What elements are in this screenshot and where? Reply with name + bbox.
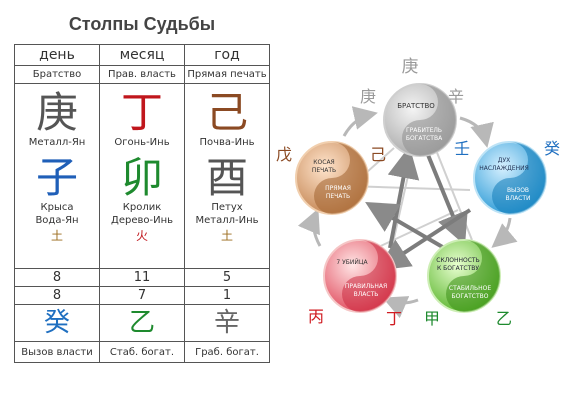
- num2-year: 1: [184, 286, 270, 305]
- pillar-month: 丁 Огонь-Инь 卯 Кролик Дерево-Инь 火: [99, 83, 185, 269]
- num2-day: 8: [14, 286, 100, 305]
- bottom-stem-year: 辛: [184, 304, 270, 342]
- star-top-year: Прямая печать: [184, 65, 270, 84]
- branch-element-month: Дерево-Инь: [111, 215, 173, 226]
- star-bottom-year: Граб. богат.: [184, 341, 270, 363]
- number-row-1: 8 11 5: [14, 268, 270, 287]
- metal-char-right: 辛: [448, 87, 464, 106]
- num1-day: 8: [14, 268, 100, 287]
- earth-char-yin: 己: [370, 145, 386, 164]
- bottom-stem-char-month: 乙: [128, 308, 155, 338]
- fire-char-yin: 丁: [386, 309, 402, 328]
- stars-bottom-row: Вызов власти Стаб. богат. Граб. богат.: [14, 341, 270, 363]
- header-row: день месяц год: [14, 44, 270, 66]
- branch-animal-year: Петух: [211, 202, 243, 213]
- bottom-stem-month: 乙: [99, 304, 185, 342]
- wood-char-yang: 甲: [424, 309, 440, 328]
- branch-char-day: 子: [35, 153, 78, 202]
- branch-element-day: Вода-Ян: [35, 215, 79, 226]
- star-top-day: Братство: [14, 65, 100, 84]
- num1-year: 5: [184, 268, 270, 287]
- stem-label-month: Огонь-Инь: [114, 137, 170, 148]
- water-char-yang: 壬: [454, 139, 470, 158]
- bottom-stem-day: 癸: [14, 304, 100, 342]
- branch-char-year: 酉: [205, 153, 248, 202]
- header-year: год: [184, 44, 270, 66]
- header-month: месяц: [99, 44, 185, 66]
- stem-char-month: 丁: [120, 88, 163, 137]
- stars-top-row: Братство Прав. власть Прямая печать: [14, 65, 270, 84]
- stem-label-day: Металл-Ян: [28, 137, 86, 148]
- branch-element-year: Металл-Инь: [195, 215, 259, 226]
- hidden-element-day: 土: [50, 229, 63, 243]
- metal-char-top: 庚: [402, 57, 419, 77]
- metal-top-label: БРАТСТВО: [397, 102, 435, 110]
- hidden-element-year: 土: [220, 229, 233, 243]
- num1-month: 11: [99, 268, 185, 287]
- page-title: Столпы Судьбы: [68, 14, 216, 34]
- star-bottom-month: Стаб. богат.: [99, 341, 185, 363]
- bottom-stem-char-day: 癸: [43, 308, 70, 338]
- number-row-2: 8 7 1: [14, 286, 270, 305]
- water-char-yin: 癸: [544, 139, 560, 158]
- stem-branch-row: 庚 Металл-Ян 子 Крыса Вода-Ян 土 丁 Огонь-Ин…: [14, 83, 270, 269]
- earth-char-yang: 戊: [276, 145, 292, 164]
- stem-char-year: 己: [205, 88, 248, 137]
- num2-month: 7: [99, 286, 185, 305]
- metal-char-left: 庚: [360, 87, 376, 106]
- branch-animal-day: Крыса: [40, 202, 74, 213]
- stem-label-year: Почва-Инь: [199, 137, 255, 148]
- generating-cycle-arrows: [297, 106, 518, 319]
- pillars-table: день месяц год Братство Прав. власть Пря…: [14, 44, 270, 363]
- wood-char-yin: 乙: [496, 309, 512, 328]
- branch-char-month: 卯: [120, 153, 163, 202]
- pillar-day: 庚 Металл-Ян 子 Крыса Вода-Ян 土: [14, 83, 100, 269]
- branch-animal-month: Кролик: [122, 202, 162, 213]
- fire-char-yang: 丙: [308, 307, 324, 326]
- star-top-month: Прав. власть: [99, 65, 185, 84]
- stem-char-day: 庚: [35, 88, 78, 137]
- fire-top-label: 7 УБИЙЦА: [336, 259, 368, 266]
- pillar-year: 己 Почва-Инь 酉 Петух Металл-Инь 土: [184, 83, 270, 269]
- hidden-element-month: 火: [135, 229, 148, 243]
- bottom-stem-char-year: 辛: [213, 308, 240, 338]
- star-bottom-day: Вызов власти: [14, 341, 100, 363]
- header-day: день: [14, 44, 100, 66]
- bottom-stem-row: 癸 乙 辛: [14, 304, 270, 342]
